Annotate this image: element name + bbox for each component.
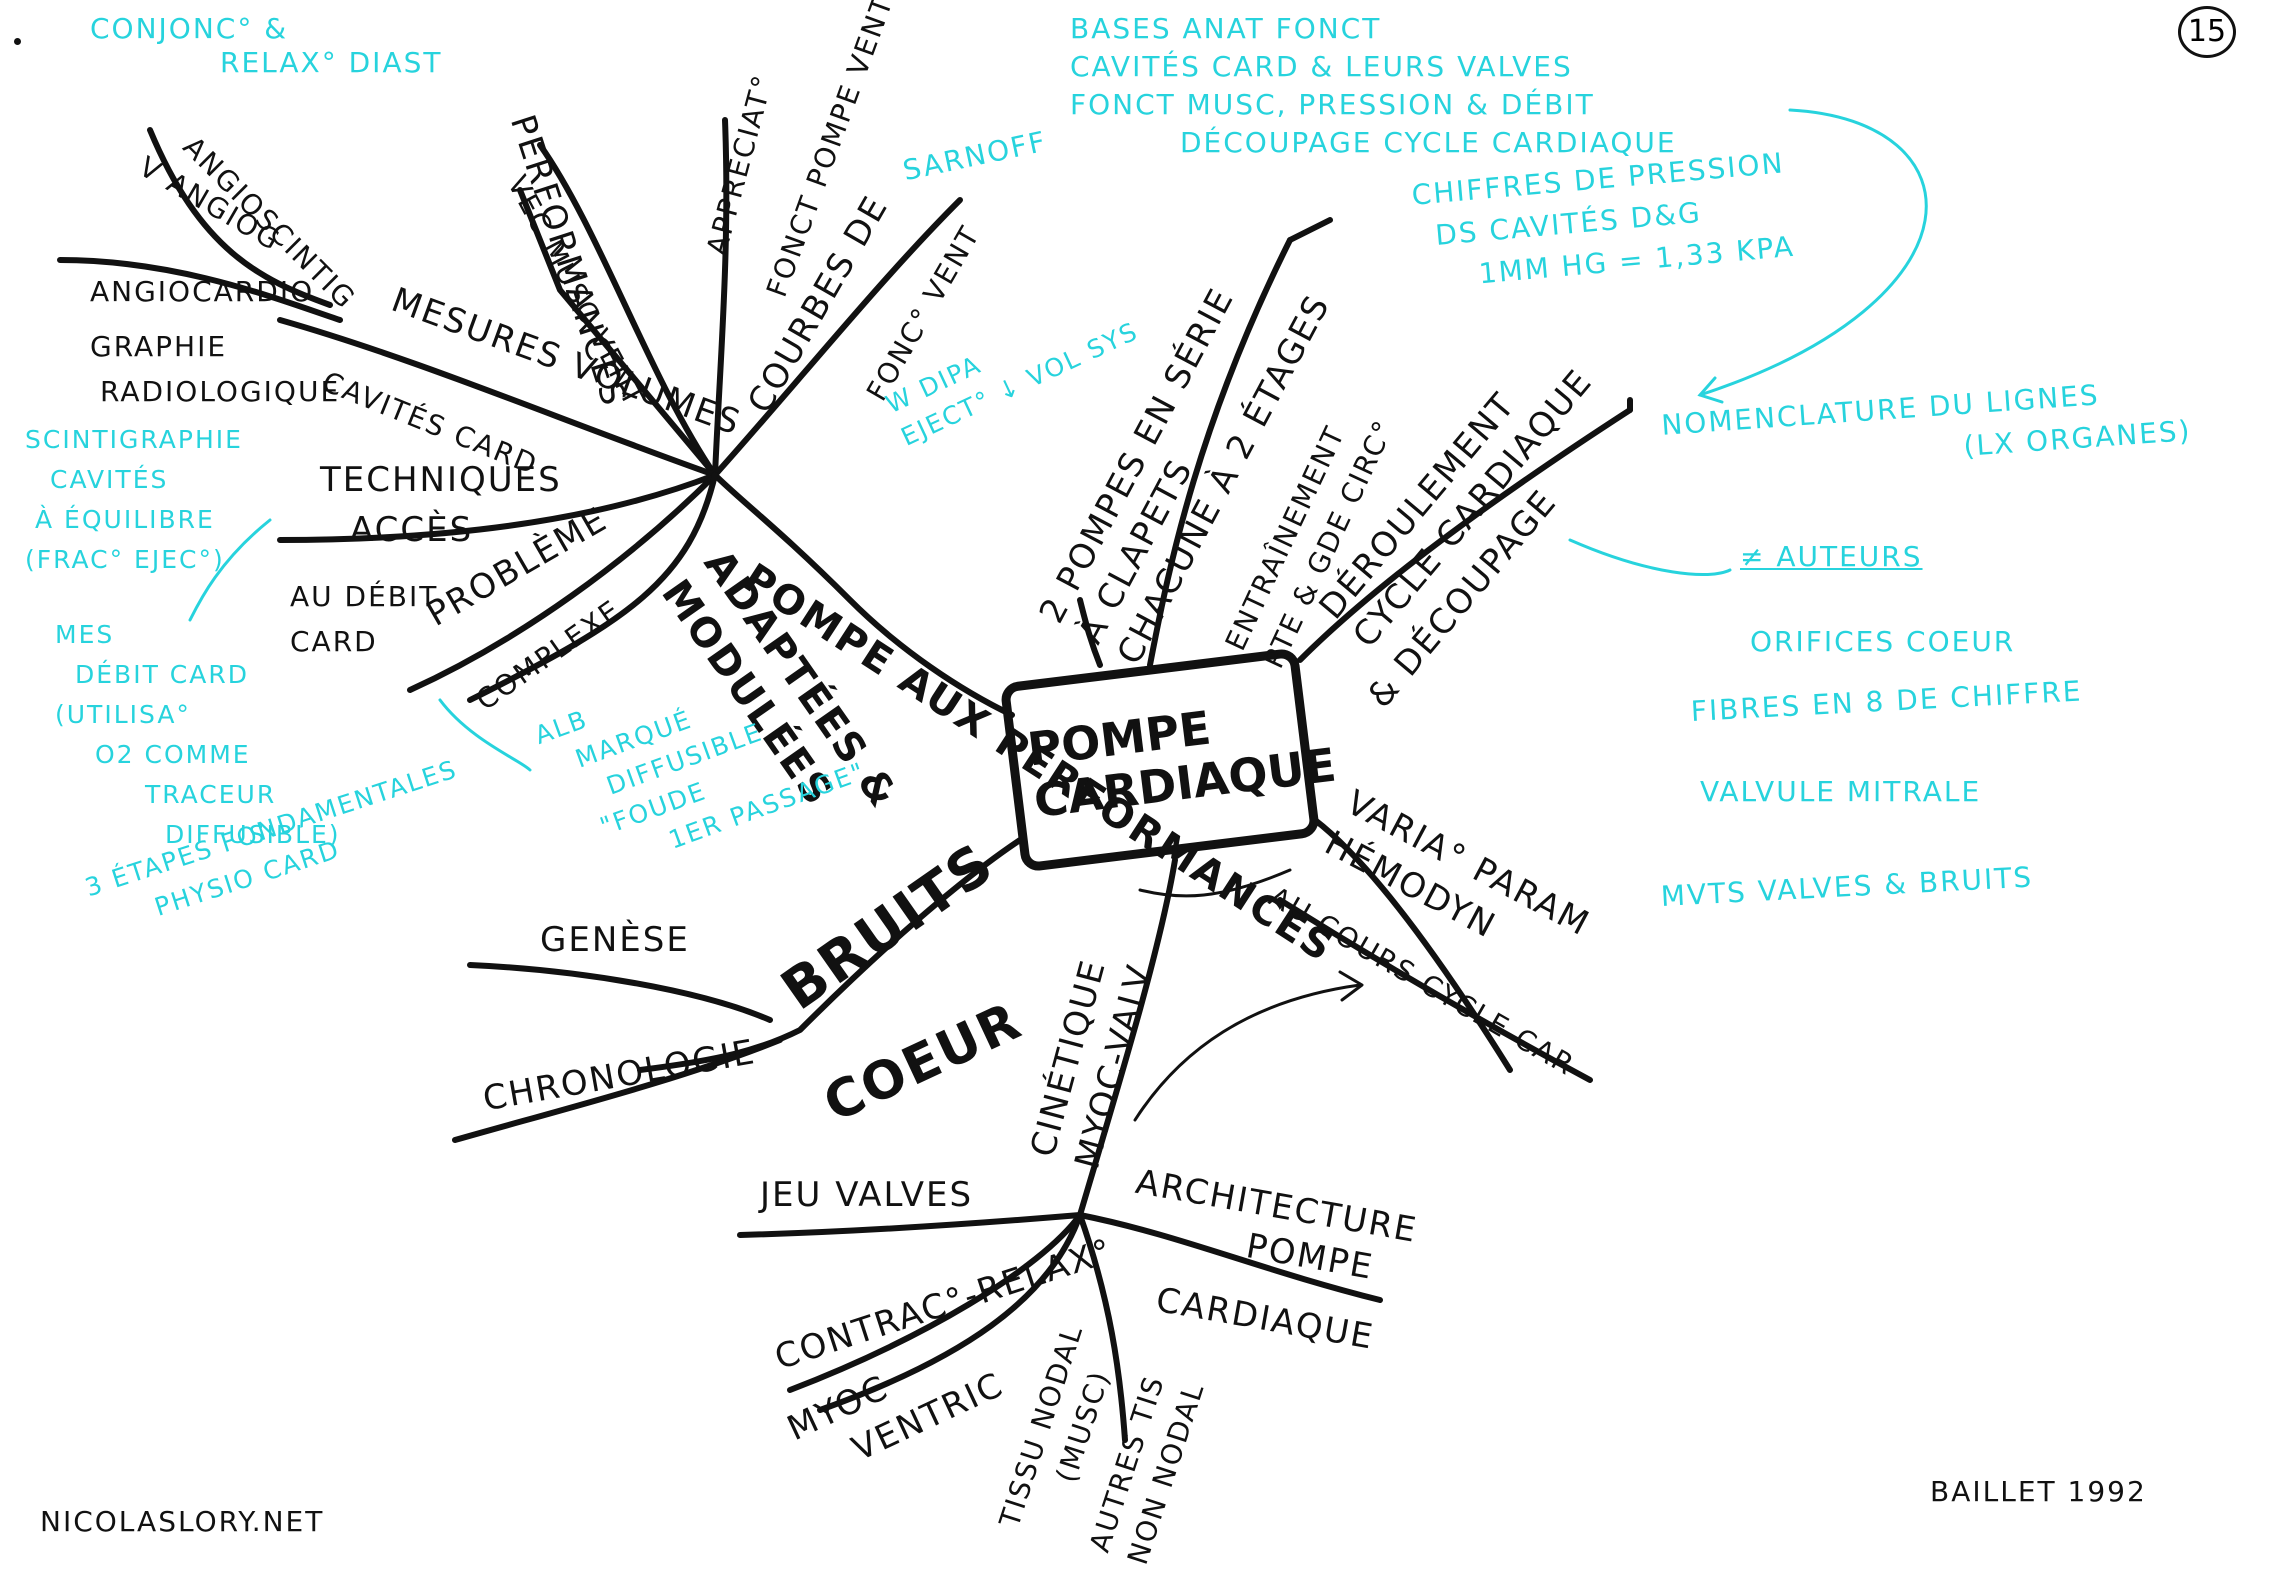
line-appreciation (712, 117, 730, 478)
note-left-debit-2: DÉBIT CARD (75, 660, 249, 689)
branch-line-architecture (1077, 1212, 1383, 1303)
note-left-debit-4: O2 COMME (95, 740, 251, 769)
note-left-scinti: SCINTIGRAPHIE CAVITÉS À ÉQUILIBRE (FRAC°… (25, 420, 243, 580)
note-left-debit-3: (UTILISA° (55, 700, 191, 729)
label-radiologique: RADIOLOGIQUE (100, 375, 341, 408)
line-techniques (277, 472, 718, 543)
page-number: 15 (2178, 6, 2236, 58)
note-left-scinti-3: À ÉQUILIBRE (35, 505, 215, 534)
note-left-scinti-1: SCINTIGRAPHIE (25, 425, 243, 454)
note-auteurs: ≠ AUTEURS (1740, 540, 1923, 573)
note-top-center-4: DÉCOUPAGE CYCLE CARDIAQUE (1180, 126, 1677, 159)
branch-line-tissu (1077, 1212, 1128, 1443)
branch-line-variations (1312, 817, 1513, 1073)
arrow-cinetique (1138, 868, 1292, 898)
arrow-head (1338, 970, 1364, 1002)
line-angio (57, 257, 343, 323)
note-top-left: CONJONC° & RELAX° DIAST (90, 12, 442, 80)
label-genese: GENÈSE (540, 920, 690, 960)
branch-line-variations-under (1277, 897, 1593, 1083)
note-right-list-1: ORIFICES COEUR (1750, 625, 2016, 658)
label-au-debit: AU DÉBIT (290, 580, 439, 613)
label-angiocardio: ANGIOCARDIO (90, 275, 315, 308)
arrow-variations (1133, 983, 1362, 1122)
branch-line-myoc (817, 1212, 1083, 1413)
line-mesures (277, 317, 718, 478)
note-right-list-3: VALVULE MITRALE (1700, 775, 1982, 808)
note-top-center-3: FONCT MUSC, PRESSION & DÉBIT (1070, 88, 1595, 121)
branch-line-pompe (712, 472, 1015, 718)
note-left-scinti-4: (FRAC° EJEC°) (25, 545, 225, 574)
line-complexe (467, 472, 718, 703)
branch-line-entrainement (1147, 237, 1293, 668)
branch-line-bruits (637, 837, 1023, 1073)
corner-dot (14, 38, 21, 45)
cyan-arrow-head (1697, 376, 1724, 404)
branch-line-deroulement (1297, 407, 1633, 663)
note-left-debit: MES DÉBIT CARD (UTILISA° O2 COMME TRACEU… (55, 615, 341, 855)
cyan-line-scinti (188, 518, 272, 622)
branch-line-genese (467, 962, 773, 1023)
line-angiocardio (147, 127, 333, 308)
note-left-debit-6: DIFFUSIBLE) (165, 820, 341, 849)
line-performances (537, 142, 718, 478)
branch-line-pompe-hub (517, 187, 718, 478)
note-left-debit-1: MES (55, 620, 115, 649)
note-top-left-1: CONJONC° & (90, 12, 289, 45)
cyan-line-passage (438, 698, 532, 772)
cyan-line-auteurs (1568, 538, 1732, 577)
branch-line-cinetique (1077, 857, 1178, 1218)
cyan-arrow-right (1698, 108, 1928, 397)
label-jeu-valves: JEU VALVES (760, 1175, 974, 1215)
branch-line-chronologie (452, 1037, 783, 1143)
branch-line-jeu-valves (737, 1212, 1083, 1238)
note-left-scinti-2: CAVITÉS (50, 465, 169, 494)
note-top-center-1: BASES ANAT FONCT (1070, 12, 1382, 45)
line-courbes (712, 197, 963, 478)
signature-right: BAILLET 1992 (1930, 1475, 2147, 1508)
note-top-center: BASES ANAT FONCT CAVITÉS CARD & LEURS VA… (1070, 10, 1677, 162)
branch-line-deux-pompes (1077, 597, 1103, 668)
label-graphie: GRAPHIE (90, 330, 228, 363)
signature-left: NICOLASLORY.NET (40, 1505, 325, 1538)
line-probleme (407, 472, 718, 693)
label-acces: ACCÈS (350, 510, 474, 550)
note-top-left-2: RELAX° DIAST (220, 46, 443, 79)
label-techniques: TECHNIQUES (320, 460, 562, 500)
line-entrainement-top (1287, 217, 1333, 243)
branch-line-contrac (787, 1212, 1083, 1393)
note-left-debit-5: TRACEUR (145, 780, 277, 809)
label-card: CARD (290, 625, 378, 658)
note-top-center-2: CAVITÉS CARD & LEURS VALVES (1070, 50, 1573, 83)
